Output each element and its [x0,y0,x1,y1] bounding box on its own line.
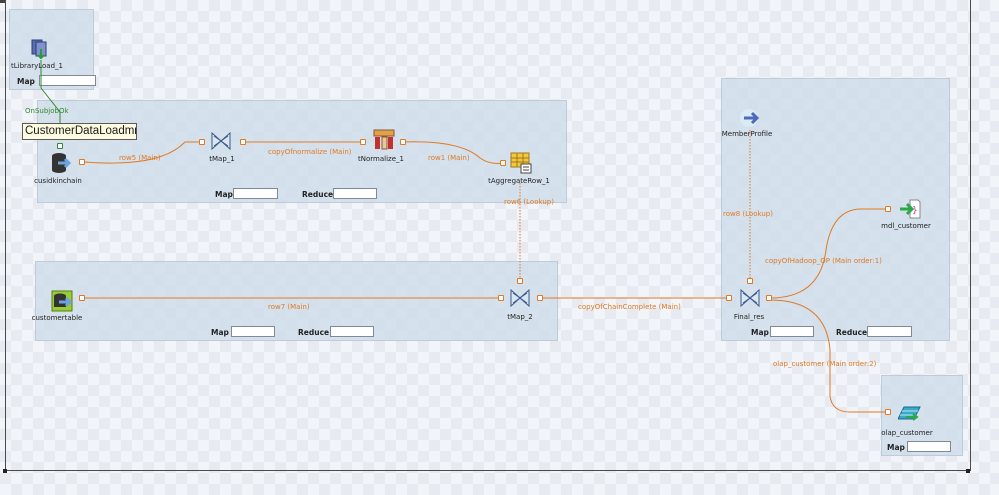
input-port[interactable] [885,409,891,415]
component-label: tMap_2 [507,313,533,321]
connection-label[interactable]: row6 (Lookup) [504,198,554,206]
copy-of-hadoop-link[interactable] [769,208,885,299]
output-port[interactable] [400,139,406,145]
job-name-tooltip: CustomerDataLoadmr [22,123,137,140]
input-port[interactable] [360,139,366,145]
reduce-field[interactable] [330,326,374,337]
component-tmap-1[interactable] [210,130,232,152]
component-member-profile[interactable] [739,107,761,129]
output-file-icon: } [900,199,921,219]
component-label: cusidkinchain [34,177,82,185]
connection-label[interactable]: row7 (Main) [268,303,310,311]
component-label: mdl_customer [881,222,931,230]
component-label: tAggregateRow_1 [488,177,550,185]
output-port[interactable] [766,295,772,301]
map-label: Map [887,443,905,452]
resize-handle[interactable] [0,0,5,3]
lookup-port[interactable] [747,278,753,284]
database-input-icon [52,153,72,173]
component-label: olap_customer [881,429,933,437]
tmap-icon [740,288,760,308]
reduce-label: Reduce [836,328,868,337]
resize-handle[interactable] [3,469,7,473]
component-label: tLibraryLoad_1 [11,62,63,70]
connection-label[interactable]: row1 (Main) [428,154,470,162]
component-customertable[interactable] [51,290,73,312]
input-port[interactable] [199,139,205,145]
component-taggregaterow-1[interactable] [509,151,533,175]
olap-customer-link[interactable] [769,299,885,413]
svg-text:}: } [912,206,918,216]
olap-output-icon [898,406,921,421]
component-final-res[interactable] [739,287,761,309]
component-label: Final_res [733,313,765,321]
input-port[interactable] [885,206,891,212]
component-label: customertable [31,314,83,322]
component-tnormalize-1[interactable] [372,128,396,152]
map-label: Map [211,328,229,337]
map-field[interactable] [233,188,278,199]
normalize-icon [373,129,395,150]
resize-handle[interactable] [966,469,970,473]
tmap-icon [510,288,530,308]
connection-label[interactable]: olap_customer (Main order:2) [773,360,877,368]
canvas-frame [5,0,971,471]
library-load-icon [31,39,47,59]
output-port[interactable] [537,295,543,301]
map-label: Map [751,328,769,337]
connection-label[interactable]: row5 (Main) [119,154,161,162]
reduce-label: Reduce [302,190,334,199]
subjob-customertable[interactable] [35,261,558,341]
map-label: Map [215,190,233,199]
component-library-load[interactable] [29,37,51,59]
map-field[interactable] [907,441,951,452]
hdfs-input-icon [51,290,73,312]
reduce-label: Reduce [298,328,330,337]
map-field[interactable] [770,326,814,337]
connection-label[interactable]: row8 (Lookup) [723,210,773,218]
trigger-port[interactable] [57,143,63,149]
connection-label[interactable]: copyOfnormalize (Main) [268,148,352,156]
connection-label[interactable]: copyOfChainComplete (Main) [578,303,681,311]
reduce-field[interactable] [867,326,912,337]
component-cusidkinchain[interactable] [50,152,72,174]
subjob-main[interactable] [37,100,567,203]
input-port[interactable] [500,160,506,166]
map-field[interactable] [39,75,96,86]
input-port[interactable] [726,295,732,301]
reduce-field[interactable] [333,188,377,199]
row1-link[interactable] [402,141,503,164]
connection-label[interactable]: copyOfHadoop_OP (Main order:1) [765,257,882,265]
component-mdl-customer[interactable]: } [898,198,922,220]
output-port[interactable] [79,159,85,165]
aggregate-icon [510,152,532,174]
output-port[interactable] [240,139,246,145]
component-label: tMap_1 [209,155,235,163]
tmap-icon [211,131,231,151]
map-label: Map [17,77,35,86]
map-field[interactable] [231,326,275,337]
output-port[interactable] [79,295,85,301]
lookup-port[interactable] [517,278,523,284]
component-label: tNormalize_1 [358,155,404,163]
component-label: MemberProfile [721,130,773,138]
component-olap-customer[interactable] [898,403,922,425]
component-tmap-2[interactable] [509,287,531,309]
input-icon [740,109,760,127]
row5-link[interactable] [84,141,200,164]
input-port[interactable] [498,295,504,301]
trigger-label[interactable]: OnSubjobOk [25,107,69,115]
